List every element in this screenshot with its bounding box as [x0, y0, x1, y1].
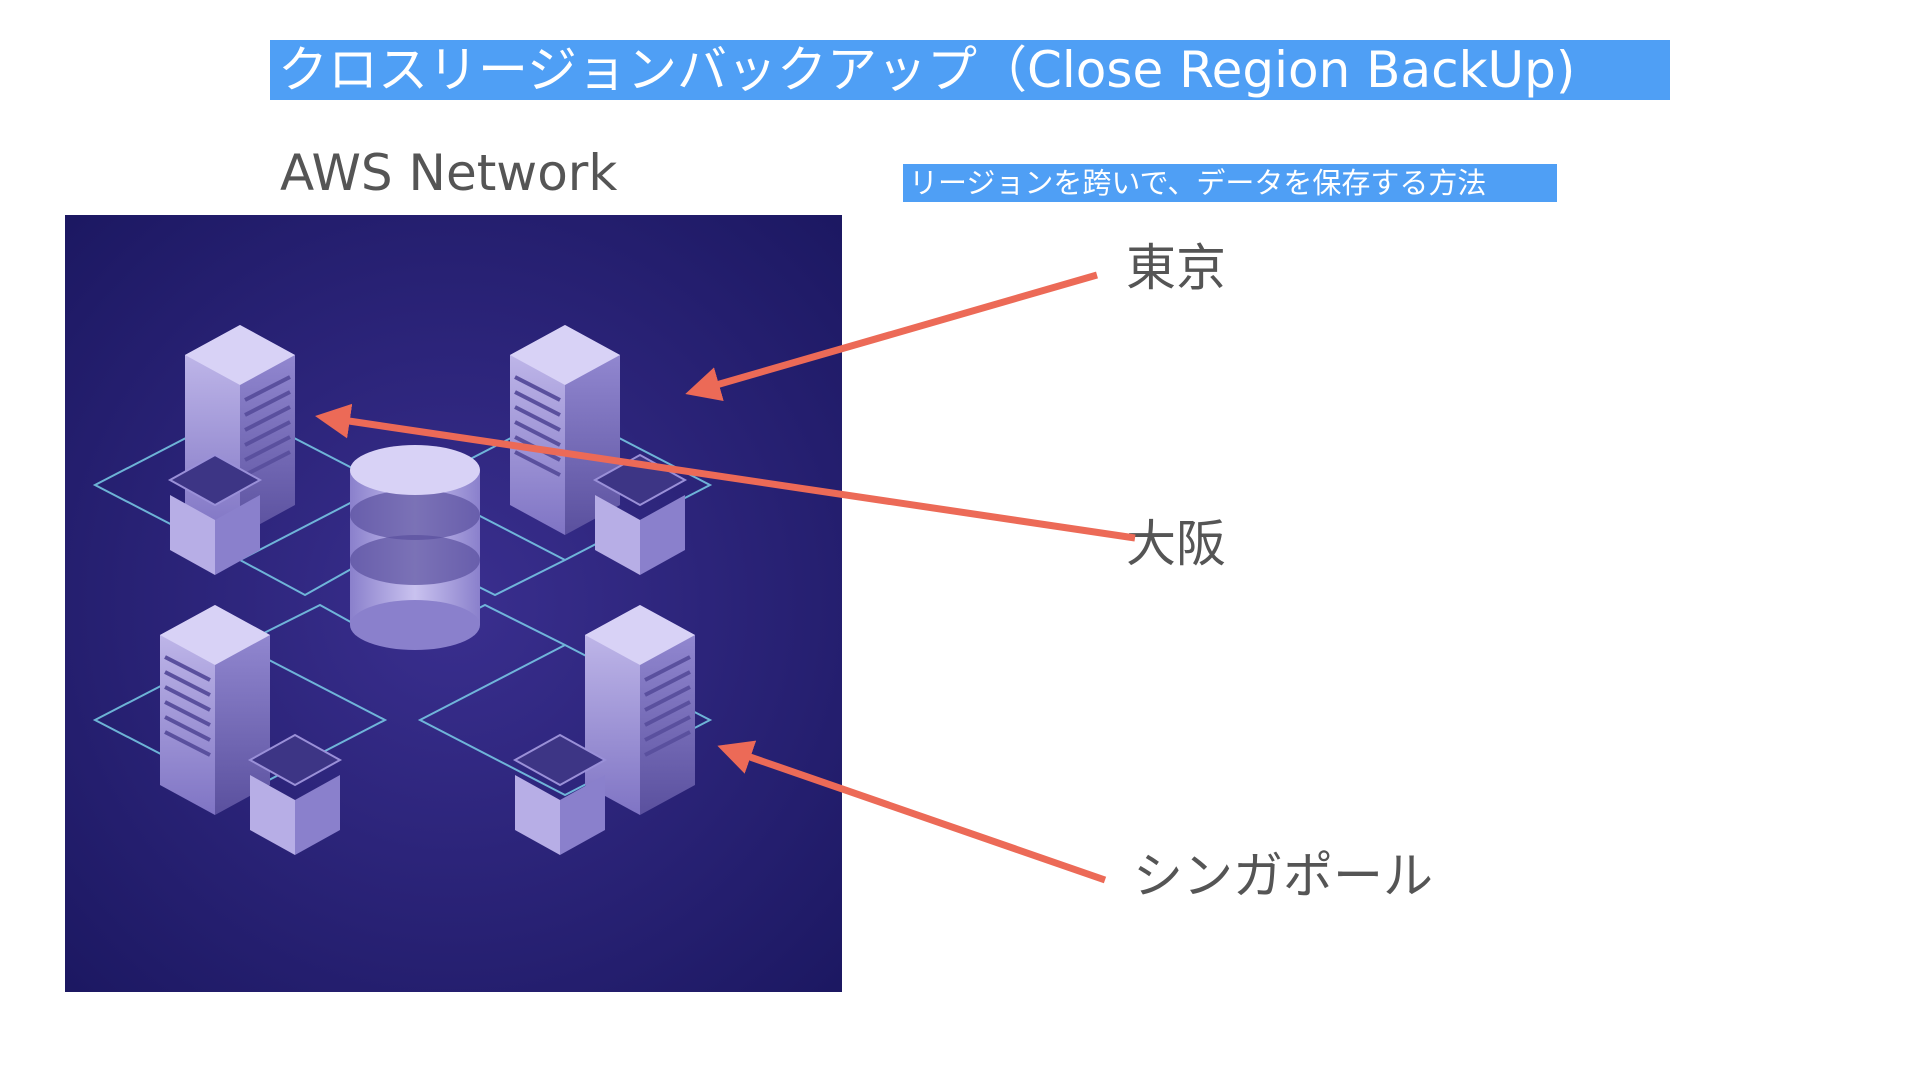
network-label: AWS Network [280, 144, 618, 202]
storage-box-top-left [167, 453, 263, 575]
region-label-tokyo: 東京 [1126, 239, 1226, 297]
region-label-singapore: シンガポール [1133, 847, 1433, 905]
storage-box-bottom-left [247, 733, 343, 855]
server-tower-singapore [585, 605, 695, 815]
server-tower-tokyo-left [185, 325, 295, 535]
subtitle: リージョンを跨いで、データを保存する方法 [903, 164, 1557, 202]
region-label-osaka: 大阪 [1126, 515, 1226, 573]
page-title: クロスリージョンバックアップ（Close Region BackUp) [270, 40, 1670, 100]
network-illustration [65, 215, 842, 992]
storage-box-bottom-right [512, 733, 608, 855]
database-cylinder [350, 445, 480, 650]
